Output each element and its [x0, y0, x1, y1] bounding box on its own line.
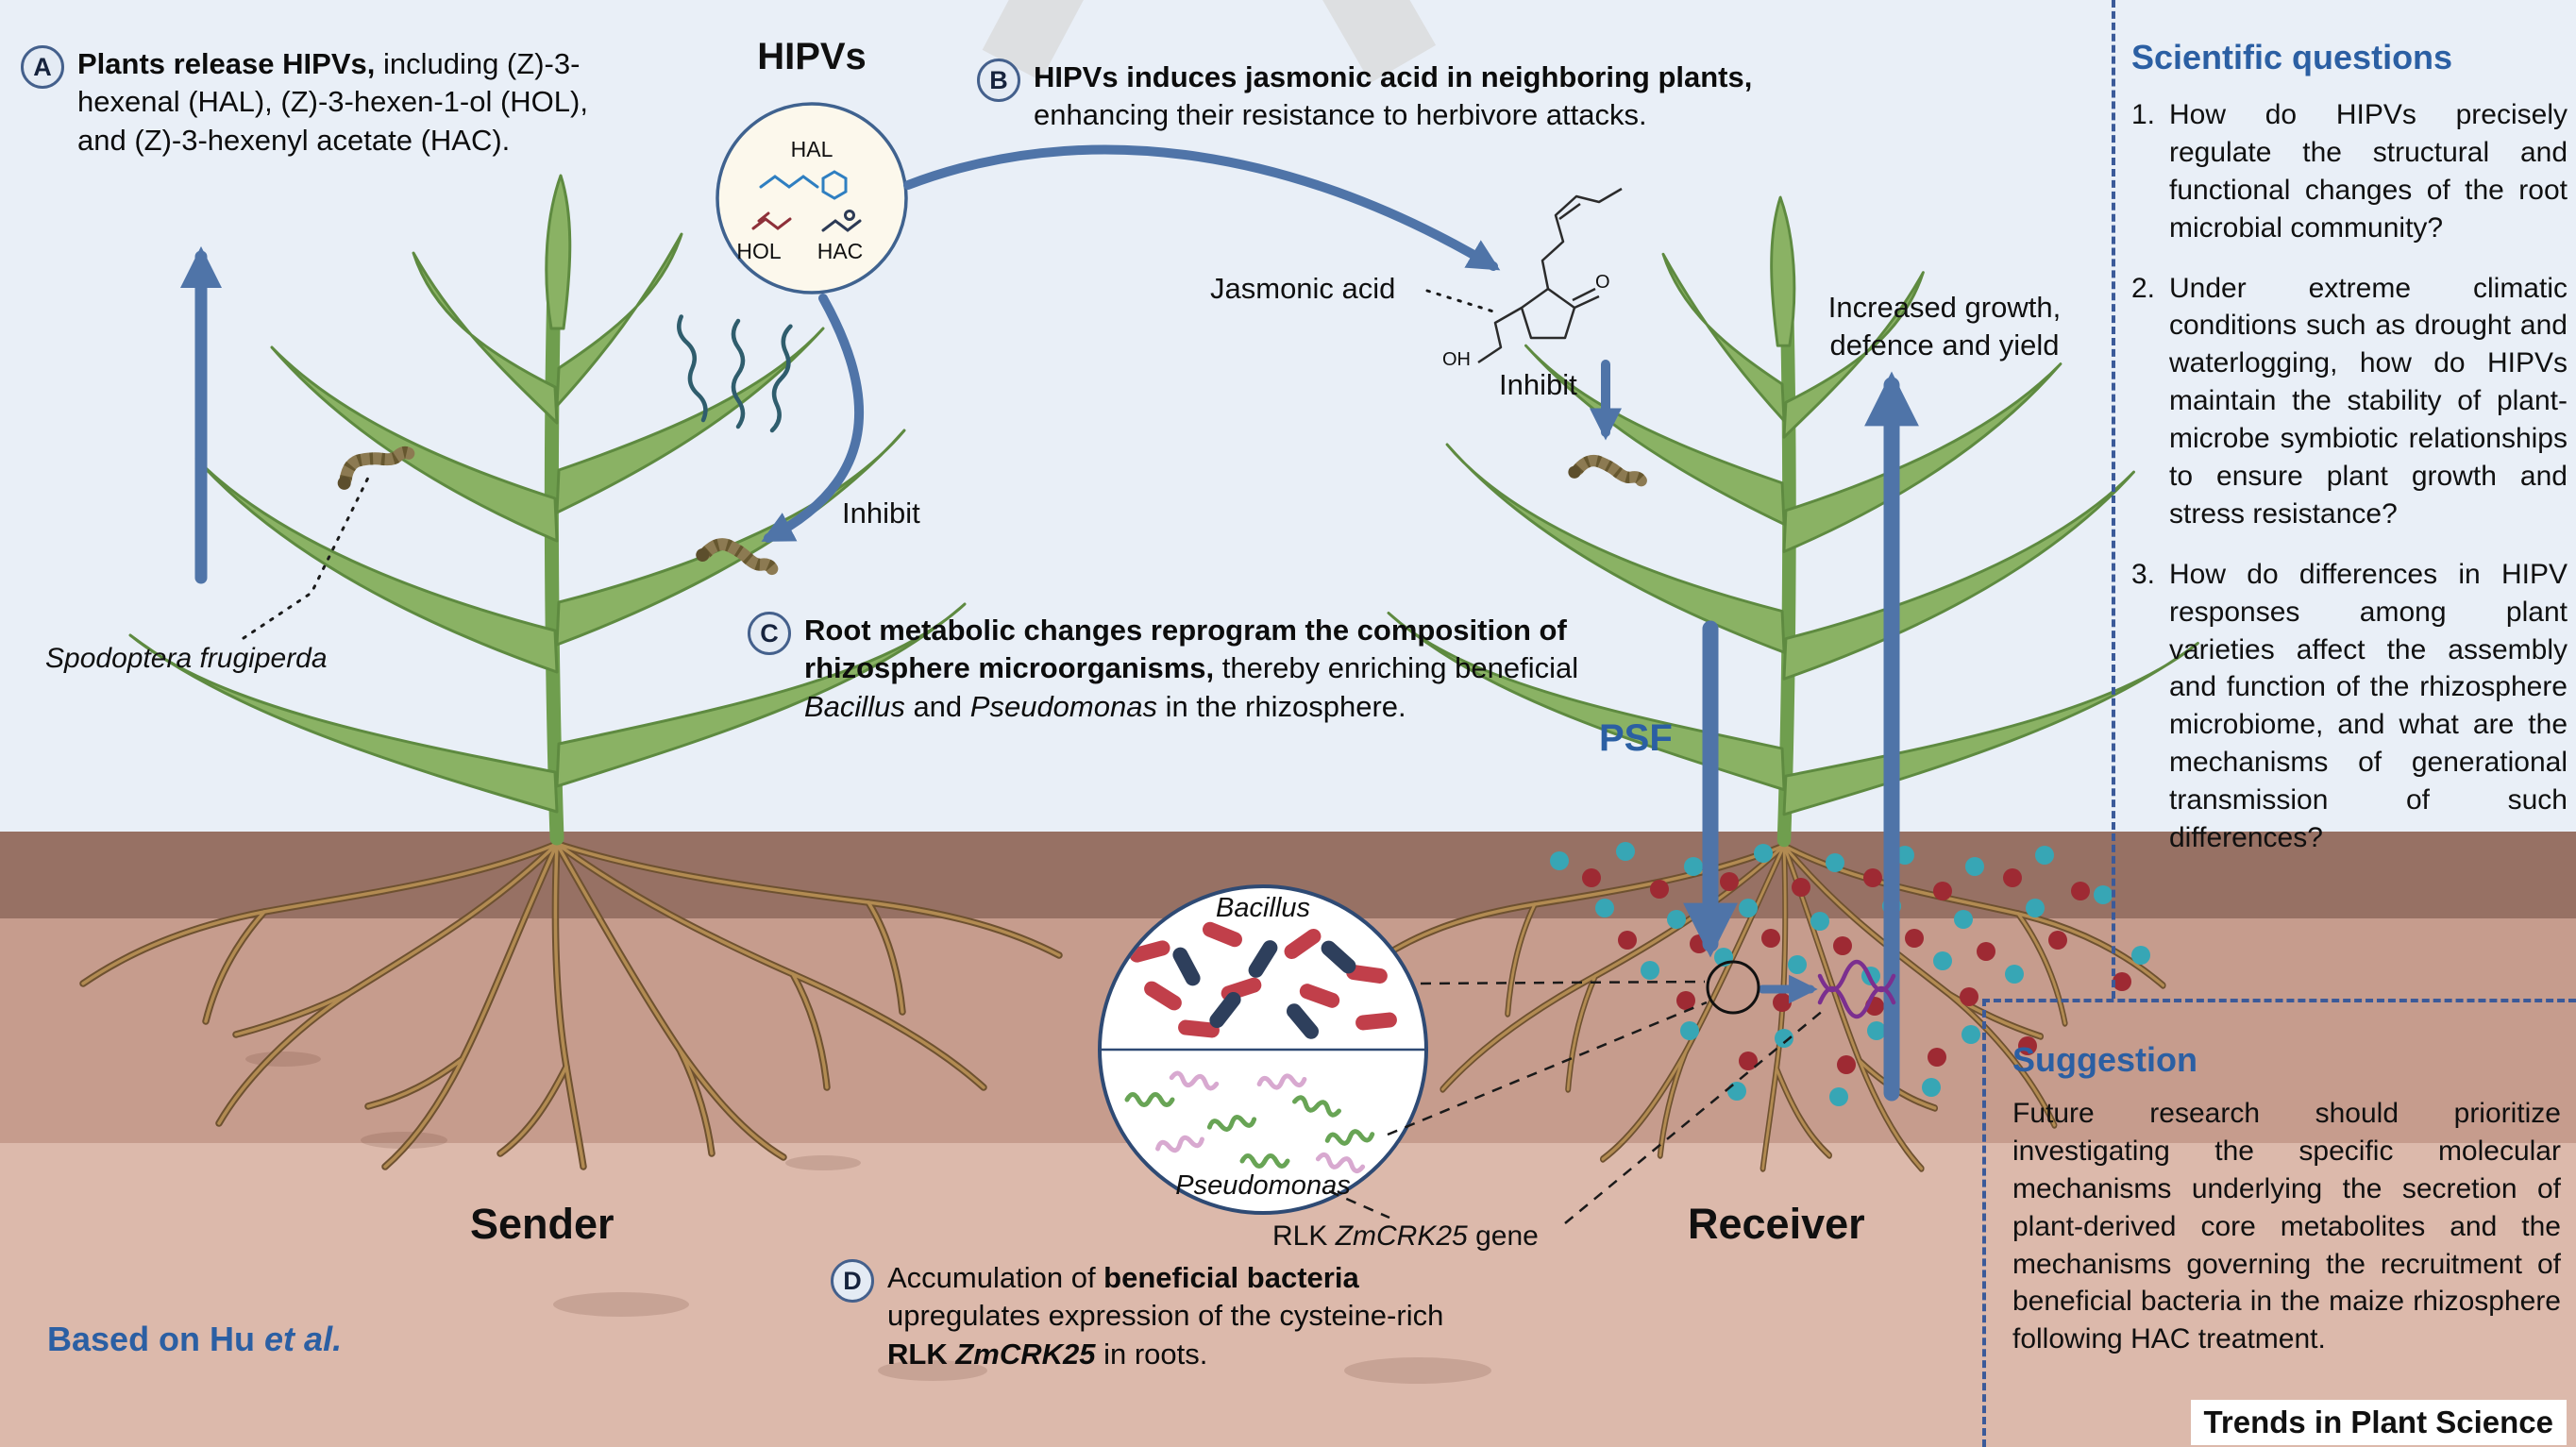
scientific-questions-panel: Scientific questions 1. How do HIPVs pre…	[2131, 38, 2568, 880]
molecule-oh-label: OH	[1442, 349, 1471, 370]
annotation-d-t3: in roots.	[1095, 1337, 1208, 1371]
jasmonic-pointer-line	[1425, 289, 1495, 313]
question-text: Under extreme climatic conditions such a…	[2169, 272, 2568, 530]
annotation-d-b2: RLK	[887, 1337, 956, 1371]
panel-divider	[2112, 0, 2115, 999]
spodoptera-label: Spodoptera frugiperda	[45, 643, 328, 674]
hal-molecule-icon	[759, 170, 848, 200]
journal-name: Trends in Plant Science	[2190, 1400, 2567, 1445]
scientific-questions-title: Scientific questions	[2131, 38, 2453, 76]
question-item-2: 2. Under extreme climatic conditions suc…	[2131, 270, 2568, 533]
annotation-c-t2: and	[904, 689, 970, 723]
annotation-d-b1: beneficial bacteria	[1103, 1261, 1359, 1294]
arrow-inhibit-left	[761, 294, 865, 543]
question-number: 3.	[2131, 558, 2156, 590]
soil-blobs	[245, 1052, 1491, 1384]
jasmonic-acid-label: Jasmonic acid	[1210, 272, 1396, 305]
jasmonic-acid-molecule	[1477, 187, 1623, 364]
annotation-c-bold: Root metabolic changes reprogram the com…	[804, 614, 1567, 685]
root-spot-circle	[1706, 960, 1760, 1015]
badge-a: A	[21, 45, 64, 89]
bacteria-inset	[1098, 884, 1428, 1215]
arrow-hipvs-to-jasmonic	[903, 144, 1501, 271]
hac-label: HAC	[817, 239, 864, 263]
annotation-b: B HIPVs induces jasmonic acid in neighbo…	[977, 59, 1883, 135]
increased-growth-label: Increased growth, defence and yield	[1827, 291, 2062, 362]
question-number: 1.	[2131, 99, 2156, 130]
psf-label: PSF	[1599, 717, 1673, 759]
annotation-a-rest: including (Z)-3-hexenal (HAL), (Z)-3-hex…	[77, 47, 588, 157]
callout-line-bottom	[1387, 1001, 1708, 1136]
annotation-c-t1: thereby enriching beneficial	[1214, 651, 1579, 685]
question-item-1: 1. How do HIPVs precisely regulate the s…	[2131, 96, 2568, 247]
annotation-a-text: Plants release HIPVs, including (Z)-3-he…	[77, 45, 625, 160]
suggestion-panel: Suggestion Future research should priori…	[1982, 999, 2576, 1447]
hipvs-title: HIPVs	[757, 36, 867, 77]
attribution-etal: et al.	[264, 1320, 343, 1358]
question-number: 2.	[2131, 272, 2156, 304]
gene-pointer-line	[1564, 1009, 1825, 1224]
question-item-3: 3. How do differences in HIPV responses …	[2131, 556, 2568, 857]
annotation-d-t2: upregulates expression of the cysteine-r…	[887, 1299, 1444, 1333]
hac-molecule-icon	[821, 210, 862, 232]
suggestion-text: Future research should prioritize invest…	[2012, 1098, 2561, 1355]
annotation-b-text: HIPVs induces jasmonic acid in neighbori…	[1034, 59, 1883, 135]
annotation-c-t3: in the rhizosphere.	[1156, 689, 1406, 723]
attribution-text: Based on Hu	[47, 1320, 265, 1358]
dna-icon	[1817, 959, 1896, 1019]
question-text: How do differences in HIPV responses amo…	[2169, 558, 2568, 854]
inhibit-left-label: Inhibit	[842, 496, 920, 530]
caterpillar-icon	[332, 441, 412, 492]
rlk-t2: gene	[1467, 1220, 1539, 1252]
suggestion-title: Suggestion	[2012, 1040, 2197, 1079]
badge-b: B	[977, 59, 1020, 102]
annotation-b-rest: enhancing their resistance to herbivore …	[1034, 98, 1647, 132]
annotation-d-text: Accumulation of beneficial bacteria upre…	[887, 1259, 1510, 1373]
inhibit-right-label: Inhibit	[1499, 368, 1577, 401]
annotation-c-bacillus: Bacillus	[804, 689, 905, 723]
annotation-b-bold: HIPVs induces jasmonic acid in neighbori…	[1034, 60, 1753, 93]
rlk-gene-label: RLK ZmCRK25 gene	[1272, 1218, 1539, 1254]
callout-line-top	[1420, 980, 1706, 985]
badge-d: D	[831, 1259, 874, 1303]
caterpillar-icon	[1568, 457, 1643, 487]
annotation-a: A Plants release HIPVs, including (Z)-3-…	[21, 45, 625, 160]
hol-molecule-icon	[751, 211, 792, 230]
annotation-d: D Accumulation of beneficial bacteria up…	[831, 1259, 1510, 1373]
question-text: How do HIPVs precisely regulate the stru…	[2169, 99, 2568, 244]
molecule-o-label: O	[1595, 272, 1610, 293]
receiver-label: Receiver	[1688, 1200, 1865, 1248]
annotation-c-pseudomonas: Pseudomonas	[969, 689, 1157, 723]
hol-label: HOL	[736, 239, 782, 263]
rlk-gene-name: ZmCRK25	[1335, 1220, 1468, 1252]
watermark	[982, 0, 1437, 83]
pseudomonas-label: Pseudomonas	[1175, 1170, 1351, 1201]
hal-label: HAL	[790, 137, 833, 161]
annotation-c-text: Root metabolic changes reprogram the com…	[804, 612, 1597, 726]
bacillus-rods	[1129, 921, 1397, 1039]
spodoptera-pointer-line	[242, 472, 372, 640]
sender-label: Sender	[470, 1200, 615, 1248]
rhizosphere-dots	[1550, 842, 2150, 1106]
annotation-a-bold: Plants release HIPVs,	[77, 47, 376, 80]
annotation-d-gene: ZmCRK25	[955, 1337, 1096, 1371]
badge-c: C	[748, 612, 791, 655]
hipvs-circle	[716, 102, 908, 294]
sender-roots	[83, 844, 1059, 1167]
annotation-d-t1: Accumulation of	[887, 1261, 1104, 1294]
attribution: Based on Hu et al.	[47, 1318, 342, 1362]
annotation-c: C Root metabolic changes reprogram the c…	[748, 612, 1597, 726]
bacillus-label: Bacillus	[1216, 893, 1310, 923]
rlk-t1: RLK	[1272, 1220, 1336, 1252]
